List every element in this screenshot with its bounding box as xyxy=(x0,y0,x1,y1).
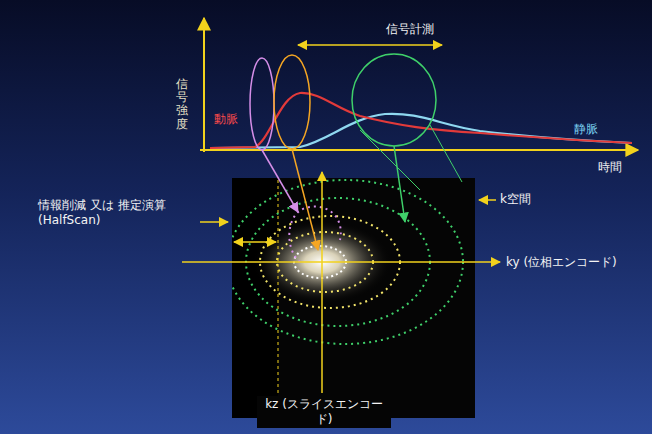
ky-axis xyxy=(182,261,500,263)
axis-label: 時間 xyxy=(598,160,638,175)
k-space-leader xyxy=(479,199,496,201)
axis-label: 信号強度 xyxy=(176,78,188,131)
graph-axes xyxy=(200,18,638,152)
peak-ellipse xyxy=(274,55,310,149)
curve-label: 動脈 xyxy=(214,112,254,127)
peak-leader xyxy=(292,149,318,250)
span-arrow xyxy=(298,44,442,46)
halfscan-label: 情報削減 又は 推定演算 (HalfScan) xyxy=(38,198,198,228)
late-bound xyxy=(360,130,420,190)
k-space-label: k空間 xyxy=(500,192,560,207)
axis-label: ky (位相エンコード) xyxy=(506,255,648,270)
late-bound xyxy=(430,125,462,182)
halfscan-arrow xyxy=(234,241,276,243)
halfscan-boundary xyxy=(278,180,279,416)
measurement-label: 信号計測 xyxy=(370,22,450,37)
early-ellipse xyxy=(250,58,274,150)
early-leader xyxy=(262,150,298,212)
curve-label: 静脈 xyxy=(574,122,624,137)
halfscan-leader xyxy=(200,221,228,223)
k-space-image xyxy=(232,178,475,418)
axis-label: kz (スライスエンコード) xyxy=(257,396,391,428)
kz-axis xyxy=(321,172,323,393)
late-leader xyxy=(394,146,405,222)
late-ellipse xyxy=(352,54,436,146)
